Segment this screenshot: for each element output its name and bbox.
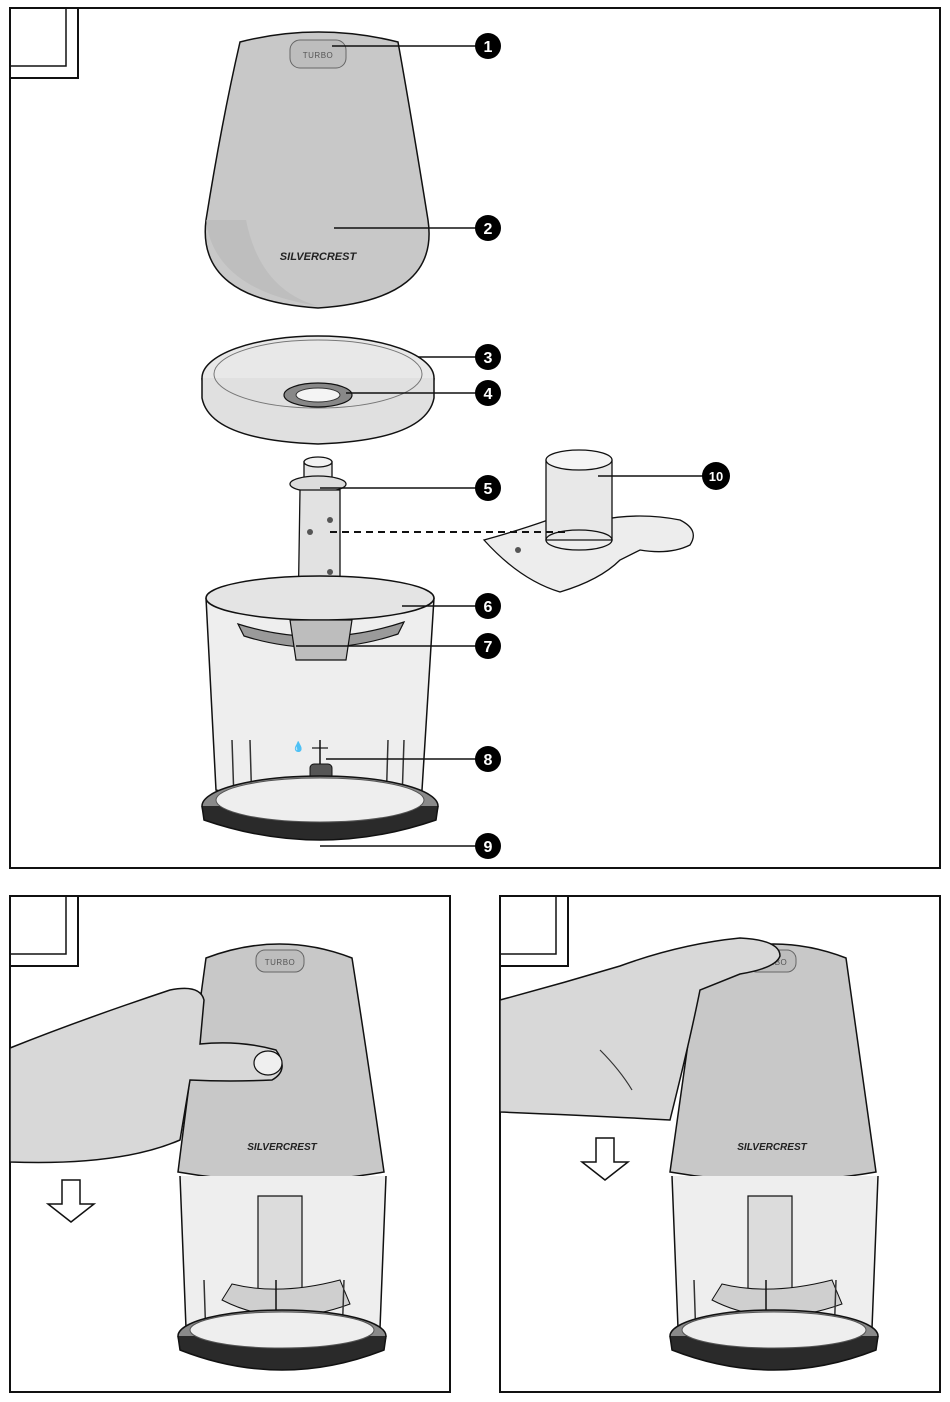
turbo-label: TURBO xyxy=(303,51,334,60)
svg-text:7: 7 xyxy=(484,639,493,656)
svg-text:3: 3 xyxy=(484,350,493,367)
figure-number-box xyxy=(10,8,78,78)
figure-number-box xyxy=(500,896,568,966)
svg-text:1: 1 xyxy=(484,39,493,56)
svg-text:10: 10 xyxy=(709,469,723,484)
ice-blade-attachment xyxy=(484,450,693,592)
down-arrow-icon xyxy=(582,1138,628,1180)
svg-text:8: 8 xyxy=(484,752,493,769)
svg-text:4: 4 xyxy=(484,386,493,403)
motor-housing: TURBO SILVERCREST xyxy=(205,32,429,308)
figure-number-box xyxy=(10,896,78,966)
panel-2: TURBO SILVERCREST xyxy=(10,896,450,1392)
svg-text:5: 5 xyxy=(484,481,493,498)
drop-icon: 💧 xyxy=(292,740,304,753)
panel-1: TURBO SILVERCREST xyxy=(10,8,940,868)
panel-3: TURBO SILVERCREST xyxy=(500,896,940,1392)
svg-text:TURBO: TURBO xyxy=(265,958,296,967)
svg-text:9: 9 xyxy=(484,839,493,856)
callouts: 1 2 3 4 5 6 7 8 9 10 xyxy=(475,33,730,859)
bowl: 💧 xyxy=(206,576,434,808)
base-ring xyxy=(202,776,438,840)
brand-logo: SILVERCREST xyxy=(247,1142,317,1153)
brand-logo: SILVERCREST xyxy=(280,251,358,263)
lid xyxy=(202,336,434,444)
brand-logo: SILVERCREST xyxy=(737,1142,807,1153)
svg-text:2: 2 xyxy=(484,221,493,238)
svg-text:6: 6 xyxy=(484,599,493,616)
down-arrow-icon xyxy=(48,1180,94,1222)
